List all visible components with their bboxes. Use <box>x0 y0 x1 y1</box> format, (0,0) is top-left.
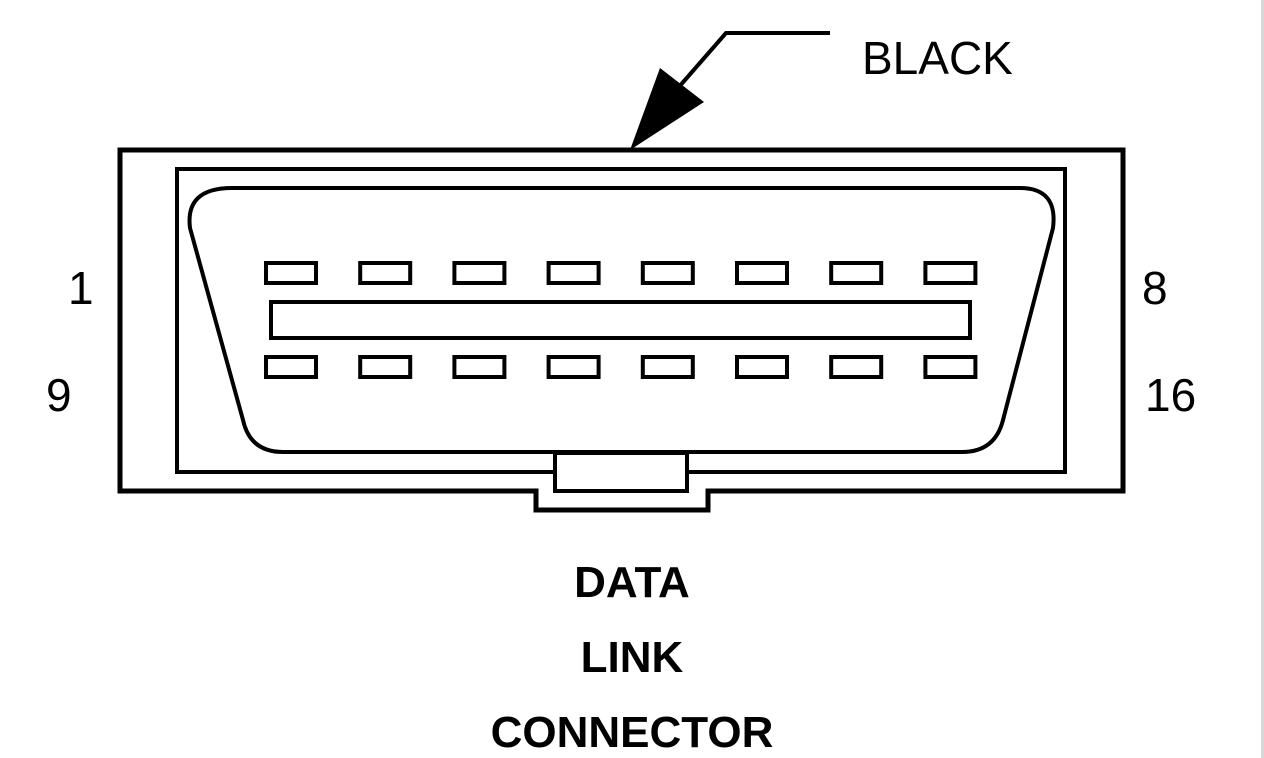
pin-11 <box>452 355 507 379</box>
connector-pin-face <box>187 186 1056 454</box>
pin-3 <box>452 261 507 285</box>
pin-15 <box>829 355 884 379</box>
pin-2 <box>358 261 413 285</box>
title-line-link: LINK <box>581 633 684 682</box>
connector-housing-outline <box>117 147 1126 513</box>
pin-label-9: 9 <box>46 369 72 421</box>
page-edge-divider <box>1261 0 1264 758</box>
title-line-data: DATA <box>574 558 690 607</box>
connector-color-label: BLACK <box>862 32 1013 84</box>
title-line-connector: CONNECTOR <box>491 708 774 757</box>
pin-14 <box>735 355 789 379</box>
pin-5 <box>640 261 695 285</box>
pin-7 <box>829 261 884 285</box>
connector-latch-tab <box>553 451 689 493</box>
pin-row-bottom <box>264 355 978 379</box>
pin-10 <box>358 355 413 379</box>
pin-4 <box>546 261 601 285</box>
pin-1 <box>264 261 318 285</box>
color-label-arrowhead <box>630 68 704 150</box>
pin-label-16: 16 <box>1145 369 1196 421</box>
pin-row-top <box>264 261 978 285</box>
pin-8 <box>923 261 978 285</box>
pin-6 <box>735 261 789 285</box>
pin-12 <box>546 355 601 379</box>
pin-label-8: 8 <box>1142 262 1168 314</box>
pin-13 <box>640 355 695 379</box>
connector-center-bar <box>269 300 972 340</box>
pin-16 <box>923 355 978 379</box>
color-label-leader-line <box>676 31 830 90</box>
pin-9 <box>264 355 318 379</box>
pin-label-1: 1 <box>68 262 94 314</box>
